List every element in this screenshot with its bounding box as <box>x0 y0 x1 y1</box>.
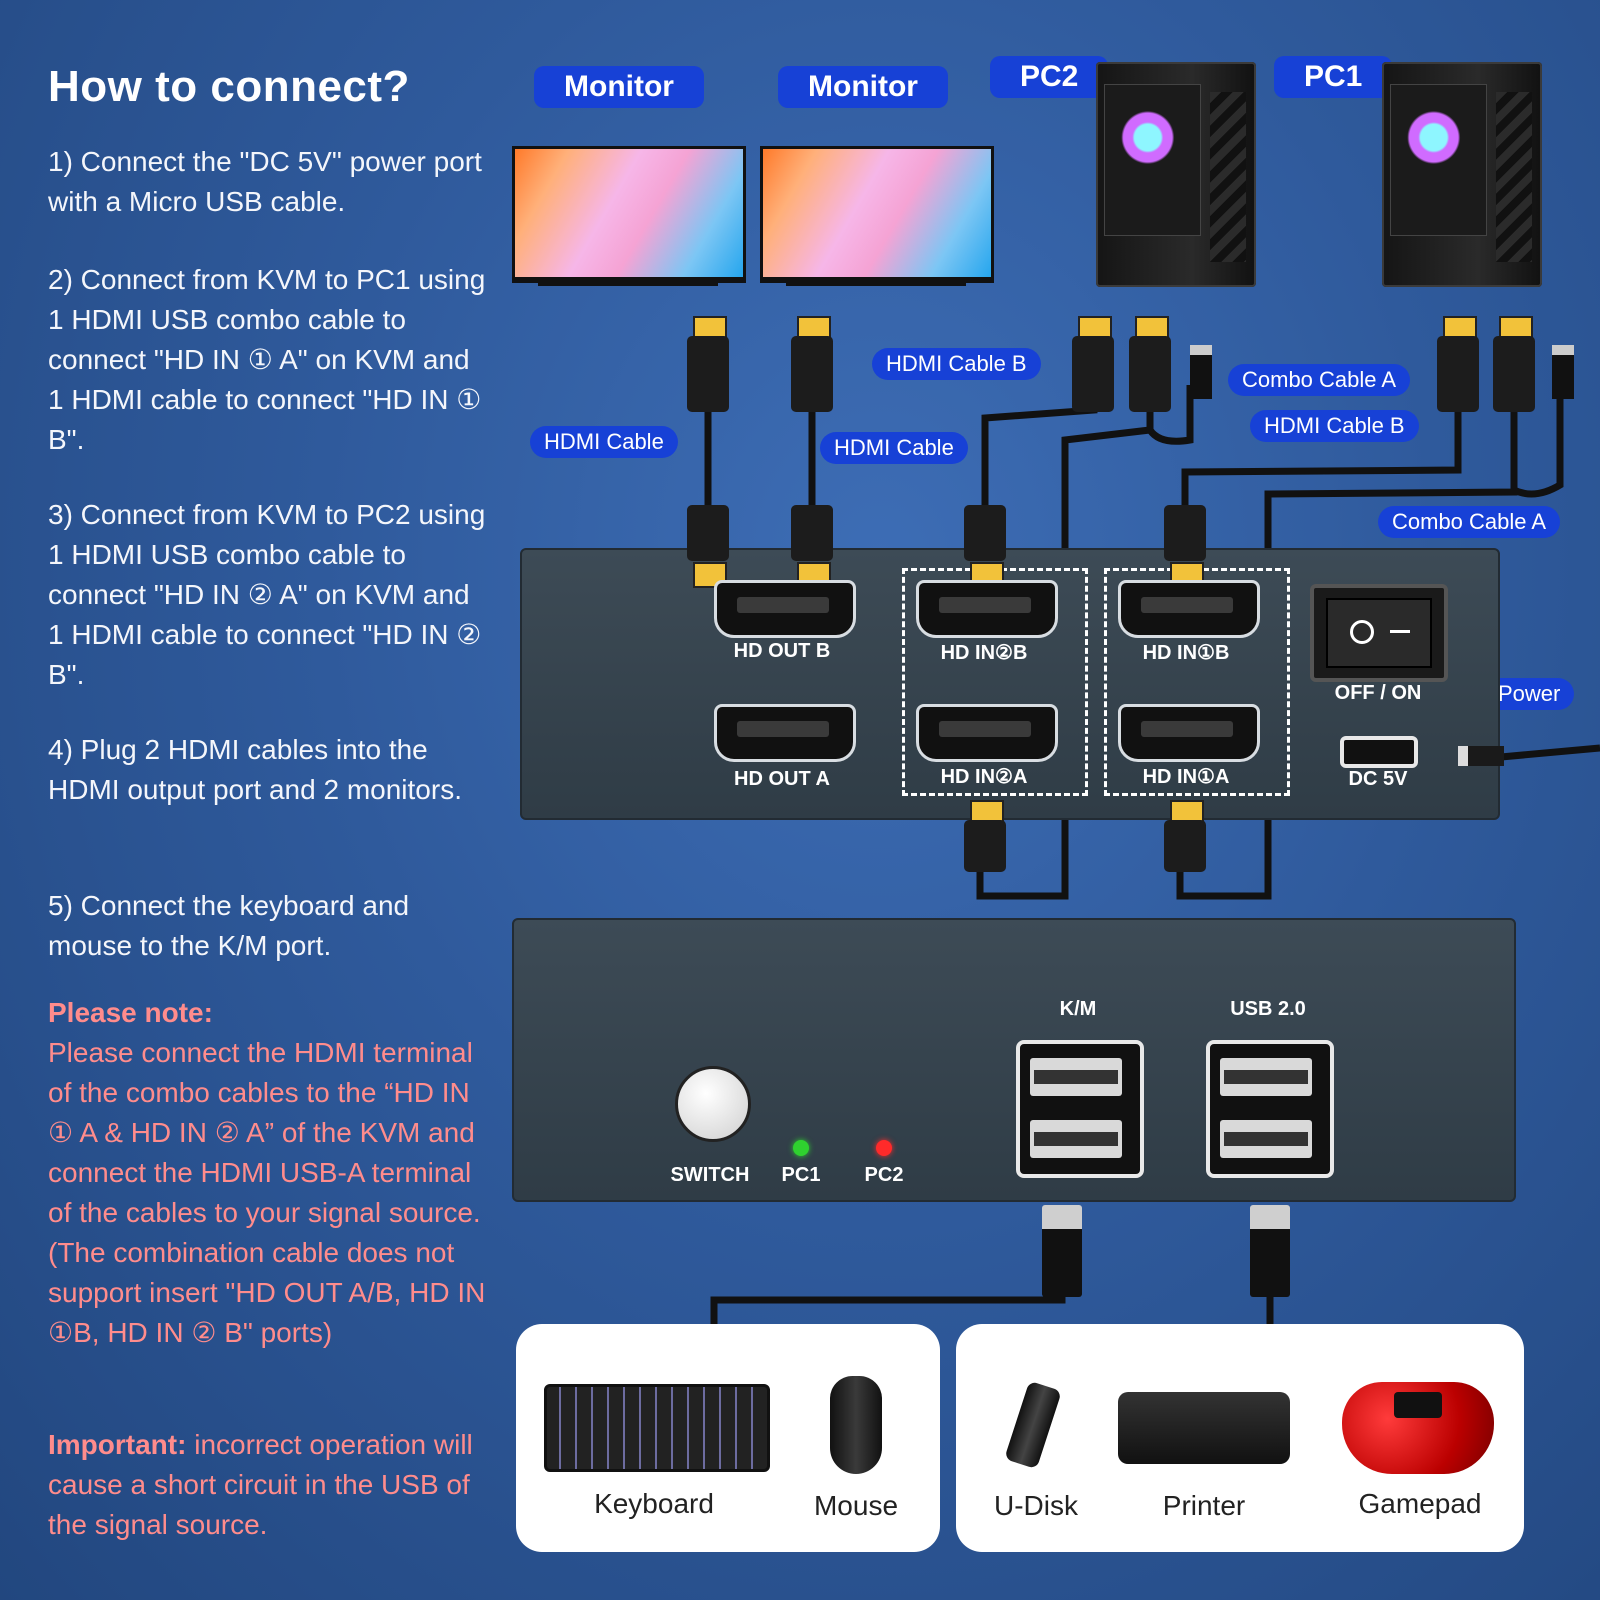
hd-out-b-label: HD OUT B <box>733 640 831 662</box>
cable-km <box>710 1270 1066 1330</box>
switch-label: SWITCH <box>670 1164 750 1186</box>
important-label: Important: <box>48 1429 187 1460</box>
pc1-led <box>793 1140 809 1156</box>
hd-in-1-b-port[interactable] <box>1118 580 1260 638</box>
hd-out-a-label: HD OUT A <box>734 768 830 790</box>
micro-usb-plug <box>1458 746 1504 766</box>
monitor-1-label: Monitor <box>534 66 704 108</box>
power-switch-label: OFF / ON <box>1334 682 1422 704</box>
step-5: 5) Connect the keyboard and mouse to the… <box>48 890 410 961</box>
hdmi-plug <box>964 505 1006 561</box>
pc2-led-label: PC2 <box>864 1164 904 1186</box>
hdmi-plug <box>791 336 833 412</box>
hdmi-plug <box>1164 820 1206 872</box>
km-usb-port[interactable] <box>1016 1040 1144 1178</box>
note-heading: Please note: <box>48 997 213 1028</box>
power-switch[interactable] <box>1310 584 1448 682</box>
mouse-image <box>830 1376 882 1474</box>
hd-in-2-a-port[interactable] <box>916 704 1058 762</box>
important-block: Important: incorrect operation will caus… <box>48 1425 498 1545</box>
hd-out-a-port[interactable] <box>714 704 856 762</box>
dc-5v-label: DC 5V <box>1348 768 1408 790</box>
printer-label: Printer <box>1162 1490 1246 1521</box>
label-hdmi-cable-b-right: HDMI Cable B <box>1250 410 1419 442</box>
note-block: Please note: Please connect the HDMI ter… <box>48 993 498 1353</box>
switch-button[interactable] <box>675 1066 751 1142</box>
hdmi-plug <box>1129 336 1171 412</box>
pc2-tower-image <box>1096 62 1256 287</box>
usb-2-port[interactable] <box>1206 1040 1334 1178</box>
monitor-2-label: Monitor <box>778 66 948 108</box>
pc2-label: PC2 <box>990 56 1109 98</box>
label-hdmi-cable-mid: HDMI Cable <box>820 432 968 464</box>
gamepad-label: Gamepad <box>1358 1488 1482 1519</box>
page-title: How to connect? <box>48 62 410 111</box>
km-label: K/M <box>1059 998 1097 1020</box>
keyboard-image <box>544 1384 770 1472</box>
dc-5v-port[interactable] <box>1340 736 1418 768</box>
hdmi-plug <box>1437 336 1479 412</box>
pc1-tower-image <box>1382 62 1542 287</box>
monitor-2-stand <box>786 280 966 286</box>
hdmi-plug <box>1164 505 1206 561</box>
hdmi-plug <box>1493 336 1535 412</box>
hdmi-plug <box>791 505 833 561</box>
usb-plug-km <box>1042 1205 1082 1297</box>
keyboard-label: Keyboard <box>594 1488 714 1519</box>
printer-image <box>1118 1392 1290 1464</box>
hd-in-2-a-label: HD IN②A <box>940 766 1028 788</box>
hd-in-2-b-label: HD IN②B <box>940 642 1028 664</box>
step-1: 1) Connect the "DC 5V" power port with a… <box>48 146 482 217</box>
step-2: 2) Connect from KVM to PC1 using 1 HDMI … <box>48 264 486 455</box>
cable-pc1-hdmi-b <box>1181 390 1462 505</box>
hdmi-plug <box>1072 336 1114 412</box>
step-4: 4) Plug 2 HDMI cables into the HDMI outp… <box>48 734 462 805</box>
hdmi-plug <box>964 820 1006 872</box>
note-text: Please connect the HDMI terminal of the … <box>48 1037 486 1348</box>
pc1-led-label: PC1 <box>781 1164 821 1186</box>
hd-out-b-port[interactable] <box>714 580 856 638</box>
hdmi-plug <box>687 505 729 561</box>
kvm-front-panel <box>512 918 1516 1202</box>
pc1-label: PC1 <box>1274 56 1393 98</box>
mouse-label: Mouse <box>813 1490 899 1521</box>
monitor-1-image <box>512 146 746 283</box>
pc2-led <box>876 1140 892 1156</box>
label-combo-cable-a-right: Combo Cable A <box>1378 506 1561 538</box>
label-hdmi-cable-left: HDMI Cable <box>530 426 678 458</box>
hd-in-2-b-port[interactable] <box>916 580 1058 638</box>
gamepad-image <box>1342 1382 1494 1474</box>
usb-2-label: USB 2.0 <box>1230 998 1306 1020</box>
hd-in-1-a-port[interactable] <box>1118 704 1260 762</box>
label-combo-cable-a-top: Combo Cable A <box>1228 364 1411 396</box>
monitor-1-stand <box>538 280 718 286</box>
hd-in-1-b-label: HD IN①B <box>1142 642 1230 664</box>
usb-plug-usb <box>1250 1205 1290 1297</box>
important-text: incorrect operation will cause a short c… <box>48 1429 473 1540</box>
hdmi-plug <box>687 336 729 412</box>
udisk-label: U-Disk <box>994 1490 1078 1521</box>
hd-in-1-a-label: HD IN①A <box>1142 766 1230 788</box>
usb-plug-pc2 <box>1190 345 1212 399</box>
usb-plug-pc1 <box>1552 345 1574 399</box>
label-hdmi-cable-b-mid: HDMI Cable B <box>872 348 1041 380</box>
cable-power <box>1489 744 1600 762</box>
step-3: 3) Connect from KVM to PC2 using 1 HDMI … <box>48 499 486 690</box>
